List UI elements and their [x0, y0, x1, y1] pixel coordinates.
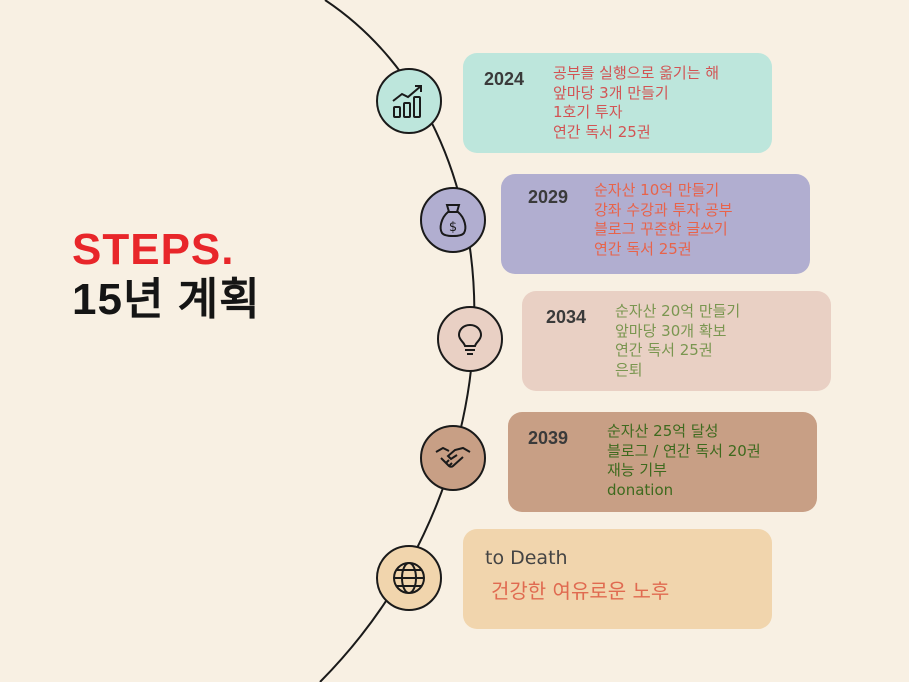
step-line: 강좌 수강과 투자 공부: [594, 200, 733, 219]
final-label: to Death: [485, 547, 568, 569]
step-card-2024: 2024 공부를 실행으로 옮기는 해 앞마당 3개 만들기 1호기 투자 연간…: [463, 53, 772, 153]
title-plan: 15년 계획: [72, 275, 261, 324]
svg-text:$: $: [449, 220, 457, 235]
step-lines: 순자산 20억 만들기 앞마당 30개 확보 연간 독서 25권 은퇴: [615, 302, 740, 380]
step-line: 1호기 투자: [553, 103, 623, 121]
step-card-2029: 2029 순자산 10억 만들기 강좌 수강과 투자 공부 블로그 꾸준한 글쓰…: [501, 174, 810, 274]
handshake-icon: [420, 425, 486, 491]
step-line: 앞마당 30개 확보: [615, 321, 727, 340]
title-steps: STEPS.: [72, 225, 235, 274]
step-year: 2029: [528, 187, 569, 207]
step-line: 연간 독서 25권: [615, 341, 713, 359]
step-year: 2039: [528, 428, 569, 448]
step-line: donation: [607, 480, 674, 499]
lightbulb-icon: [437, 306, 503, 372]
step-year: 2024: [484, 69, 525, 89]
step-lines: 공부를 실행으로 옮기는 해 앞마당 3개 만들기 1호기 투자 연간 독서 2…: [553, 64, 719, 142]
step-lines: 순자산 10억 만들기 강좌 수강과 투자 공부 블로그 꾸준한 글쓰기 연간 …: [594, 181, 733, 259]
globe-icon: [376, 545, 442, 611]
step-card-2039: 2039 순자산 25억 달성 블로그 / 연간 독서 20권 재능 기부 do…: [508, 412, 817, 512]
step-line: 앞마당 3개 만들기: [553, 83, 669, 102]
final-text: 건강한 여유로운 노후: [491, 579, 670, 603]
step-line: 블로그 / 연간 독서 20권: [607, 441, 761, 460]
page-title: STEPS. 15년 계획: [72, 228, 261, 322]
step-line: 연간 독서 25권: [553, 122, 651, 141]
step-line: 순자산 25억 달성: [607, 422, 719, 440]
final-card: to Death 건강한 여유로운 노후: [463, 529, 772, 629]
step-line: 블로그 꾸준한 글쓰기: [594, 220, 728, 238]
step-line: 공부를 실행으로 옮기는 해: [553, 64, 720, 82]
step-lines: 순자산 25억 달성 블로그 / 연간 독서 20권 재능 기부 donatio…: [607, 422, 761, 500]
growth-chart-icon: [376, 68, 442, 134]
money-bag-icon: $: [420, 187, 486, 253]
step-line: 은퇴: [615, 360, 643, 379]
step-year: 2034: [546, 307, 587, 327]
step-card-2034: 2034 순자산 20억 만들기 앞마당 30개 확보 연간 독서 25권 은퇴: [522, 291, 831, 391]
step-line: 순자산 10억 만들기: [594, 181, 720, 199]
step-line: 순자산 20억 만들기: [615, 302, 741, 320]
step-line: 연간 독서 25권: [594, 239, 692, 258]
step-line: 재능 기부: [607, 461, 667, 479]
